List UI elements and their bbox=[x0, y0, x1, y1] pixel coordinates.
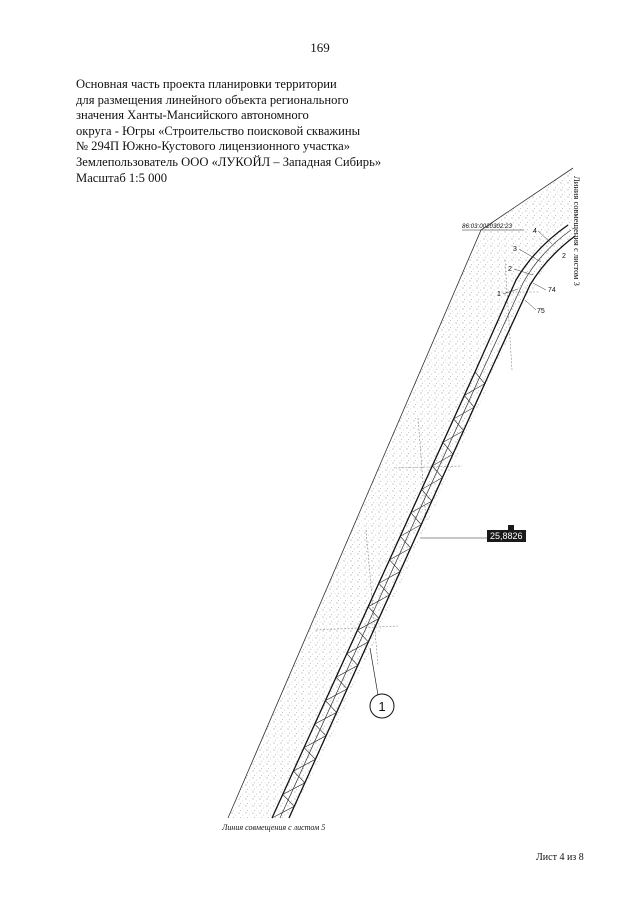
zone-marker-label: 1 bbox=[378, 699, 385, 714]
corridor-outer bbox=[271, 224, 569, 819]
point-label: 1 bbox=[497, 291, 501, 298]
cadastral-number: 86:03:0020302:23 bbox=[462, 223, 512, 230]
title-line: значения Ханты-Мансийского автономного bbox=[76, 108, 309, 123]
title-line: Основная часть проекта планировки террит… bbox=[76, 77, 337, 91]
scale-line: Масштаб 1:5 000 bbox=[76, 170, 168, 185]
point-leaders bbox=[502, 230, 553, 311]
side-match-line-label: Линия совмещения с листом 3 bbox=[572, 176, 582, 286]
title-line: Землепользователь ООО «ЛУКОЙЛ – Западная… bbox=[76, 154, 382, 169]
corridor-inner bbox=[288, 235, 576, 819]
area-tag: 25,8826 bbox=[487, 525, 526, 542]
point-label: 2 bbox=[562, 253, 566, 260]
point-label: 2 bbox=[508, 266, 512, 273]
zone-marker-circle bbox=[369, 693, 395, 719]
bottom-match-line-label: Линия совмещения с листом 5 bbox=[222, 823, 326, 832]
area-tag-notch bbox=[508, 525, 514, 530]
title-line: для размещения линейного объекта региона… bbox=[76, 92, 349, 107]
land-parcel bbox=[228, 168, 575, 818]
point-label: 74 bbox=[548, 287, 556, 294]
title-line: округа - Югры «Строительство поисковой с… bbox=[76, 123, 361, 138]
point-label: 75 bbox=[537, 308, 545, 315]
point-label: 4 bbox=[533, 228, 537, 235]
corridor-hatch-line bbox=[271, 371, 486, 819]
point-label: 3 bbox=[513, 246, 517, 253]
area-value: 25,8826 bbox=[490, 531, 523, 541]
sheet-number: Лист 4 из 8 bbox=[536, 852, 584, 863]
zone-marker-leader bbox=[369, 647, 379, 696]
corridor-hatching bbox=[271, 371, 486, 819]
page-number: 169 bbox=[310, 40, 330, 55]
title-line: № 294П Южно-Кустового лицензионного учас… bbox=[76, 139, 351, 154]
title-block: Основная часть проекта планировки террит… bbox=[76, 77, 381, 186]
